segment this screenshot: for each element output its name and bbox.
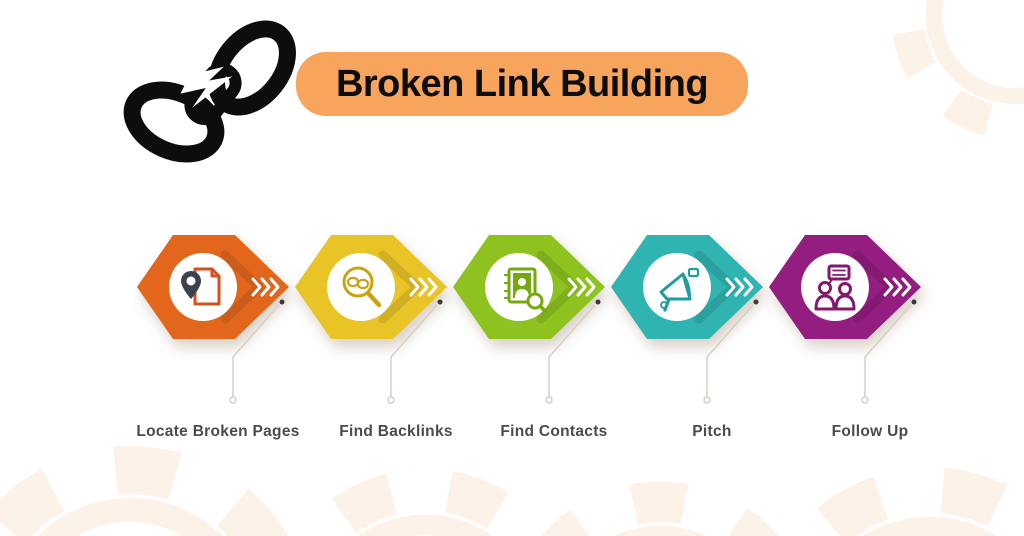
gear-icon bbox=[890, 0, 1024, 140]
backlink-search-icon bbox=[342, 266, 382, 308]
hexagon-shape bbox=[769, 235, 921, 339]
gear-icon bbox=[264, 469, 586, 536]
step-locate-broken-pages: Locate Broken Pages bbox=[133, 225, 303, 465]
step-find-backlinks: Find Backlinks bbox=[291, 225, 461, 465]
location-pin bbox=[181, 271, 201, 299]
step-pitch: Pitch bbox=[607, 225, 777, 465]
gear-icon bbox=[755, 467, 1024, 536]
title-badge: Broken Link Building bbox=[296, 52, 748, 116]
step-label: Pitch bbox=[692, 423, 732, 440]
gear-icon bbox=[0, 446, 314, 536]
megaphone-icon bbox=[659, 267, 700, 312]
hexagon-shape bbox=[295, 235, 447, 339]
chain-break-gap bbox=[180, 66, 233, 108]
connector-dot bbox=[753, 299, 759, 305]
connector-line bbox=[387, 304, 438, 404]
hexagon-shape bbox=[611, 235, 763, 339]
step-label: Locate Broken Pages bbox=[136, 423, 300, 440]
step-find-contacts: Find Contacts bbox=[449, 225, 619, 465]
page-title: Broken Link Building bbox=[335, 62, 709, 105]
hexagon-shape bbox=[137, 235, 289, 339]
connector-dot bbox=[911, 299, 917, 305]
connector-dot bbox=[437, 299, 443, 305]
connector-line bbox=[545, 304, 596, 404]
connector-line bbox=[861, 304, 912, 404]
connector-dot bbox=[595, 299, 601, 305]
connector-line bbox=[703, 304, 754, 404]
hexagon-shape bbox=[453, 235, 605, 339]
connector-line bbox=[229, 304, 280, 404]
step-label: Find Contacts bbox=[500, 423, 608, 440]
broken-chain-icon bbox=[123, 20, 296, 163]
document-location-icon bbox=[193, 267, 221, 306]
connector-dot bbox=[279, 299, 285, 305]
people-chat-icon bbox=[814, 264, 856, 311]
step-follow-up: Follow Up bbox=[765, 225, 935, 465]
step-label: Find Backlinks bbox=[339, 423, 453, 440]
step-label: Follow Up bbox=[831, 423, 909, 440]
contact-search-icon bbox=[503, 267, 547, 313]
